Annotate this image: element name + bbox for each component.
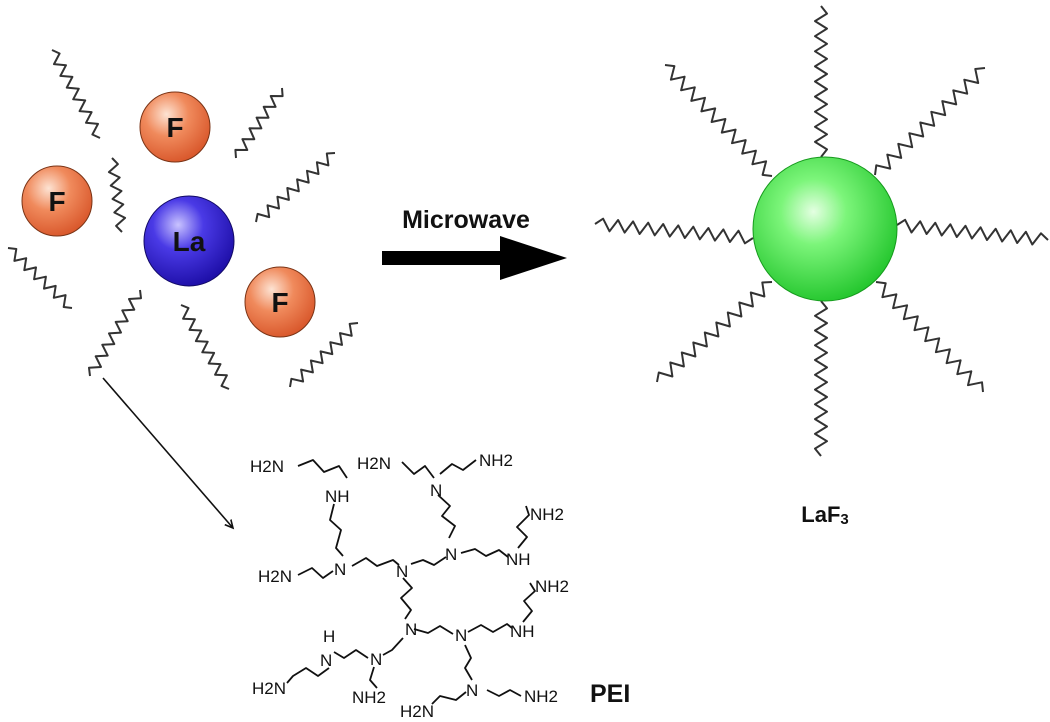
pei-amine-n: N: [320, 651, 332, 670]
pei-amine-nh2: NH2: [535, 577, 569, 596]
pei-amine-h2n: H2N: [252, 679, 286, 698]
pei-amine-nh2: NH2: [524, 687, 558, 706]
pei-structure: H2N NH H2N N N H2N NH2 N N NH2 NH N N NH…: [250, 451, 569, 721]
product-label: LaF3: [801, 502, 848, 528]
pei-amine-h2n: H2N: [400, 702, 434, 721]
ligand-chain: [875, 281, 984, 393]
pei-amine-n: N: [445, 545, 457, 564]
nanoparticle-ligand-chains: [594, 5, 1049, 457]
lanthanum-ion: La: [143, 195, 235, 287]
ligand-chain: [107, 157, 127, 233]
pei-amine-nh2: NH2: [352, 688, 386, 707]
ligand-chain: [88, 289, 142, 377]
ligand-chain: [874, 67, 986, 176]
pei-amine-nh: NH: [325, 487, 350, 506]
pei-amine-n: N: [334, 560, 346, 579]
lanthanum-label: La: [173, 226, 206, 257]
pei-amine-h2n: H2N: [250, 457, 284, 476]
pei-amine-n: N: [430, 481, 442, 500]
pei-amine-n: N: [466, 681, 478, 700]
fluoride-label: F: [271, 287, 288, 318]
pei-hydrogen: H: [323, 627, 335, 646]
microwave-label: Microwave: [402, 206, 530, 234]
fluoride-ion-left: F: [21, 165, 93, 237]
pei-amine-n: N: [405, 620, 417, 639]
pei-amine-nh: NH: [506, 550, 531, 569]
ligand-chain: [896, 218, 1049, 246]
pei-ligand-chains: [7, 49, 359, 390]
ligand-chain: [814, 5, 828, 158]
ligand-pointer-arrow: [102, 377, 233, 528]
ligand-chain: [594, 217, 754, 245]
reaction-arrow: Microwave: [382, 206, 567, 280]
ligand-chain: [814, 300, 828, 457]
ligand-chain: [7, 247, 73, 309]
pei-amine-nh2: NH2: [479, 451, 513, 470]
pei-label: PEI: [590, 680, 630, 708]
pei-amine-n: N: [396, 562, 408, 581]
pei-amine-nh: NH: [510, 622, 535, 641]
pei-amine-n: N: [370, 650, 382, 669]
ligand-chain: [656, 281, 773, 383]
fluoride-label: F: [166, 112, 183, 143]
fluoride-ion-right: F: [244, 266, 316, 338]
pei-bonds: [286, 459, 536, 705]
fluoride-label: F: [48, 186, 65, 217]
laf3-nanoparticle: [752, 156, 898, 302]
ligand-chain: [234, 87, 284, 159]
ligand-chain: [289, 322, 359, 388]
ligand-chain: [255, 152, 336, 223]
pei-amine-h2n: H2N: [258, 567, 292, 586]
pei-amine-nh2: NH2: [530, 505, 564, 524]
pei-amine-h2n: H2N: [357, 454, 391, 473]
ligand-chain: [664, 64, 773, 177]
fluoride-ion-top: F: [139, 91, 211, 163]
ligand-chain: [180, 304, 230, 390]
ligand-chain: [51, 49, 101, 139]
pei-amine-n: N: [455, 626, 467, 645]
